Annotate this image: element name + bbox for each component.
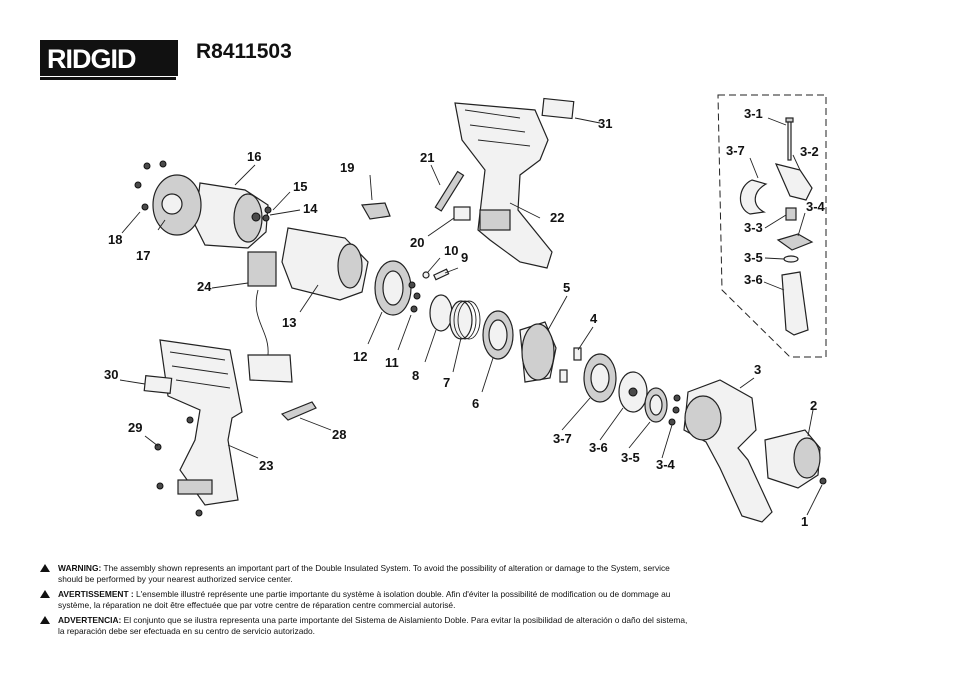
label-17: 13 [282, 315, 296, 330]
bit-holder-part-25 [434, 170, 465, 212]
label-1: 1 [801, 514, 808, 529]
side-handle-part-3 [683, 379, 773, 523]
label-19: 15 [293, 179, 307, 194]
label-16: 12 [353, 349, 367, 364]
label-13: 9 [461, 250, 468, 265]
ring-gear-part-9 [519, 321, 557, 383]
clamp-half-part-3-7 [739, 179, 768, 215]
label-24: 20 [410, 235, 424, 250]
chuck-part-2 [764, 429, 821, 489]
nut-part-3-3 [785, 207, 797, 221]
label-29: 29 [128, 420, 142, 435]
warning-text: El conjunto que se ilustra representa un… [58, 615, 688, 636]
model-number: R8411503 [196, 40, 292, 63]
clip-part-28 [280, 401, 317, 421]
kit-3-enclosure [717, 94, 827, 358]
switch-part-27 [247, 251, 293, 383]
label-3-4: 3-4 [806, 199, 826, 214]
cap-part-3-4 [776, 233, 814, 251]
spring-part-11 [449, 300, 481, 340]
label-28: 28 [332, 427, 346, 442]
warning-icon [40, 564, 50, 572]
label-25: 21 [420, 150, 434, 165]
motor-endcap-part-21 [152, 174, 202, 236]
washer-part-3-5 [783, 255, 799, 263]
clamp-half-part-3-2 [774, 163, 813, 201]
screws-part-22 [134, 160, 167, 211]
screw-part-18 [262, 214, 270, 222]
warning-fr: AVERTISSEMENT : L'ensemble illustré repr… [40, 589, 690, 611]
ring-part-16 [374, 260, 412, 316]
clip-part-24 [453, 206, 471, 221]
warning-text: The assembly shown represents an importa… [58, 563, 670, 584]
screws-part-15 [408, 281, 421, 313]
label-3-2: 3-2 [800, 144, 819, 159]
screws-part-29 [154, 416, 203, 517]
label-22: 18 [108, 232, 122, 247]
label-3-1: 3-1 [744, 106, 763, 121]
leader-lines [119, 117, 823, 516]
warning-en: WARNING: The assembly shown represents a… [40, 563, 690, 585]
label-20: 16 [247, 149, 261, 164]
label-26-upper: 22 [550, 210, 564, 225]
label-3-7: 3-7 [726, 143, 745, 158]
housing-left-part-26 [159, 339, 243, 506]
label-4: 3-4 [656, 457, 676, 472]
warning-icon [40, 616, 50, 624]
screws-part-4 [668, 394, 681, 426]
pins-part-8 [559, 347, 582, 383]
svg-text:RIDGID: RIDGID [47, 44, 136, 74]
warnings-section: WARNING: The assembly shown represents a… [40, 563, 690, 641]
warning-text: L'ensemble illustré représente une parti… [58, 589, 671, 610]
label-12: 8 [412, 368, 419, 383]
label-30: 30 [104, 367, 118, 382]
screw-part-19 [264, 206, 272, 214]
label-23: 19 [340, 160, 354, 175]
label-2: 2 [810, 398, 817, 413]
label-3-6: 3-6 [744, 272, 763, 287]
label-15: 11 [385, 355, 399, 370]
label-part-30 [143, 375, 173, 394]
pin-part-13 [433, 268, 450, 281]
collar-part-7 [583, 353, 617, 403]
ball-part-14 [422, 271, 430, 279]
label-18: 14 [303, 201, 318, 216]
bolt-part-3-1 [785, 117, 794, 161]
lock-part-23 [361, 202, 391, 220]
label-26-lower: 23 [259, 458, 273, 473]
ring-part-10 [482, 310, 514, 360]
label-6: 3-6 [589, 440, 608, 455]
label-7: 3-7 [553, 431, 572, 446]
housing-right-part-26 [454, 102, 553, 269]
warning-es: ADVERTENCIA: El conjunto que se ilustra … [40, 615, 690, 637]
label-part-31 [541, 97, 575, 120]
plate-part-6 [618, 371, 648, 413]
warning-label: AVERTISSEMENT : [58, 589, 134, 599]
label-5: 3-5 [621, 450, 640, 465]
label-3: 3 [754, 362, 761, 377]
label-9: 5 [563, 280, 570, 295]
label-21: 17 [136, 248, 150, 263]
screw-part-1 [819, 477, 827, 485]
warning-label: ADVERTENCIA: [58, 615, 122, 625]
label-11: 7 [443, 375, 450, 390]
washer-part-5 [644, 387, 668, 423]
label-3-5: 3-5 [744, 250, 763, 265]
label-3-3: 3-3 [744, 220, 763, 235]
gearbox-part-17 [281, 227, 369, 301]
label-31: 31 [598, 116, 612, 131]
motor-part-20 [194, 182, 269, 249]
ridgid-logo: RIDGID [40, 40, 178, 80]
grip-part-3-6 [781, 271, 809, 336]
warning-icon [40, 590, 50, 598]
label-27: 24 [197, 279, 212, 294]
label-8: 4 [590, 311, 598, 326]
label-14: 10 [444, 243, 458, 258]
warning-label: WARNING: [58, 563, 102, 573]
label-10: 6 [472, 396, 479, 411]
washer-part-12 [429, 294, 453, 332]
